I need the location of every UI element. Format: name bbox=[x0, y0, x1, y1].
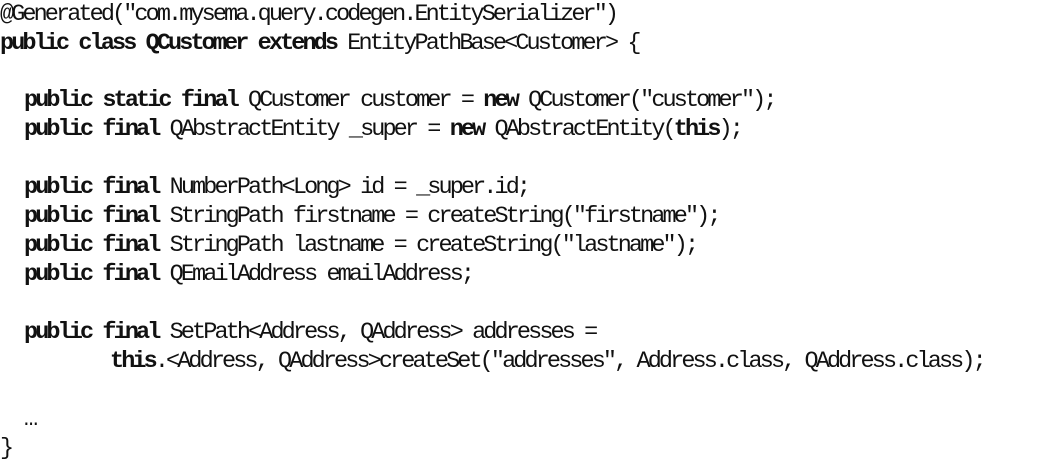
keyword-public-final: public final bbox=[24, 261, 161, 288]
keyword-public-final: public final bbox=[24, 203, 161, 230]
field-super-line: public final QAbstractEntity _super = ne… bbox=[0, 115, 744, 144]
closing-brace: } bbox=[0, 435, 14, 462]
field-email-rest: QEmailAddress emailAddress; bbox=[169, 261, 475, 288]
field-id-rest: NumberPath<Long> id = _super.id; bbox=[169, 174, 531, 201]
addresses-init-line: this.<Address, QAddress>createSet("addre… bbox=[0, 347, 987, 376]
field-lastname-line: public final StringPath lastname = creat… bbox=[0, 231, 699, 260]
keyword-public-final: public final bbox=[24, 174, 161, 201]
class-name: QCustomer bbox=[145, 30, 250, 57]
keyword-new: new bbox=[483, 87, 519, 114]
keyword-public-final: public final bbox=[24, 116, 161, 143]
field-customer-decl: QCustomer customer = bbox=[248, 87, 484, 114]
addresses-init-rest: .<Address, QAddress>createSet("addresses… bbox=[154, 348, 987, 375]
field-firstname-rest: StringPath firstname = createString("fir… bbox=[169, 203, 722, 230]
keyword-this: this bbox=[110, 348, 158, 375]
class-declaration-rest: EntityPathBase<Customer> { bbox=[347, 30, 641, 57]
keyword-this: this bbox=[673, 116, 722, 143]
field-firstname-line: public final StringPath firstname = crea… bbox=[0, 202, 722, 231]
field-email-line: public final QEmailAddress emailAddress; bbox=[0, 260, 475, 289]
field-id-line: public final NumberPath<Long> id = _supe… bbox=[0, 173, 531, 202]
field-addresses-line: public final SetPath<Address, QAddress> … bbox=[0, 318, 599, 347]
field-super-mid: QAbstractEntity( bbox=[494, 116, 677, 143]
keyword-public-final: public final bbox=[24, 232, 161, 259]
field-super-end: ); bbox=[718, 116, 744, 143]
annotation-line: @Generated("com.mysema.query.codegen.Ent… bbox=[0, 0, 619, 29]
keyword-public-final: public final bbox=[24, 319, 161, 346]
field-super-decl: QAbstractEntity _super = bbox=[169, 116, 450, 143]
keyword-new: new bbox=[449, 116, 486, 143]
field-lastname-rest: StringPath lastname = createString("last… bbox=[169, 232, 699, 259]
keyword-public-static-final: public static final bbox=[24, 87, 240, 114]
field-customer-rest: QCustomer("customer"); bbox=[528, 87, 777, 114]
closing-brace-line: } bbox=[0, 434, 14, 463]
keyword-extends: extends bbox=[257, 30, 339, 57]
keyword-public-class: public class bbox=[0, 30, 137, 57]
field-customer-line: public static final QCustomer customer =… bbox=[0, 86, 777, 115]
ellipsis-line: … bbox=[0, 405, 38, 434]
class-declaration-line: public class QCustomer extends EntityPat… bbox=[0, 29, 641, 58]
field-addresses-rest: SetPath<Address, QAddress> addresses = bbox=[169, 319, 599, 346]
annotation-text: @Generated("com.mysema.query.codegen.Ent… bbox=[0, 1, 619, 28]
ellipsis: … bbox=[24, 406, 38, 433]
